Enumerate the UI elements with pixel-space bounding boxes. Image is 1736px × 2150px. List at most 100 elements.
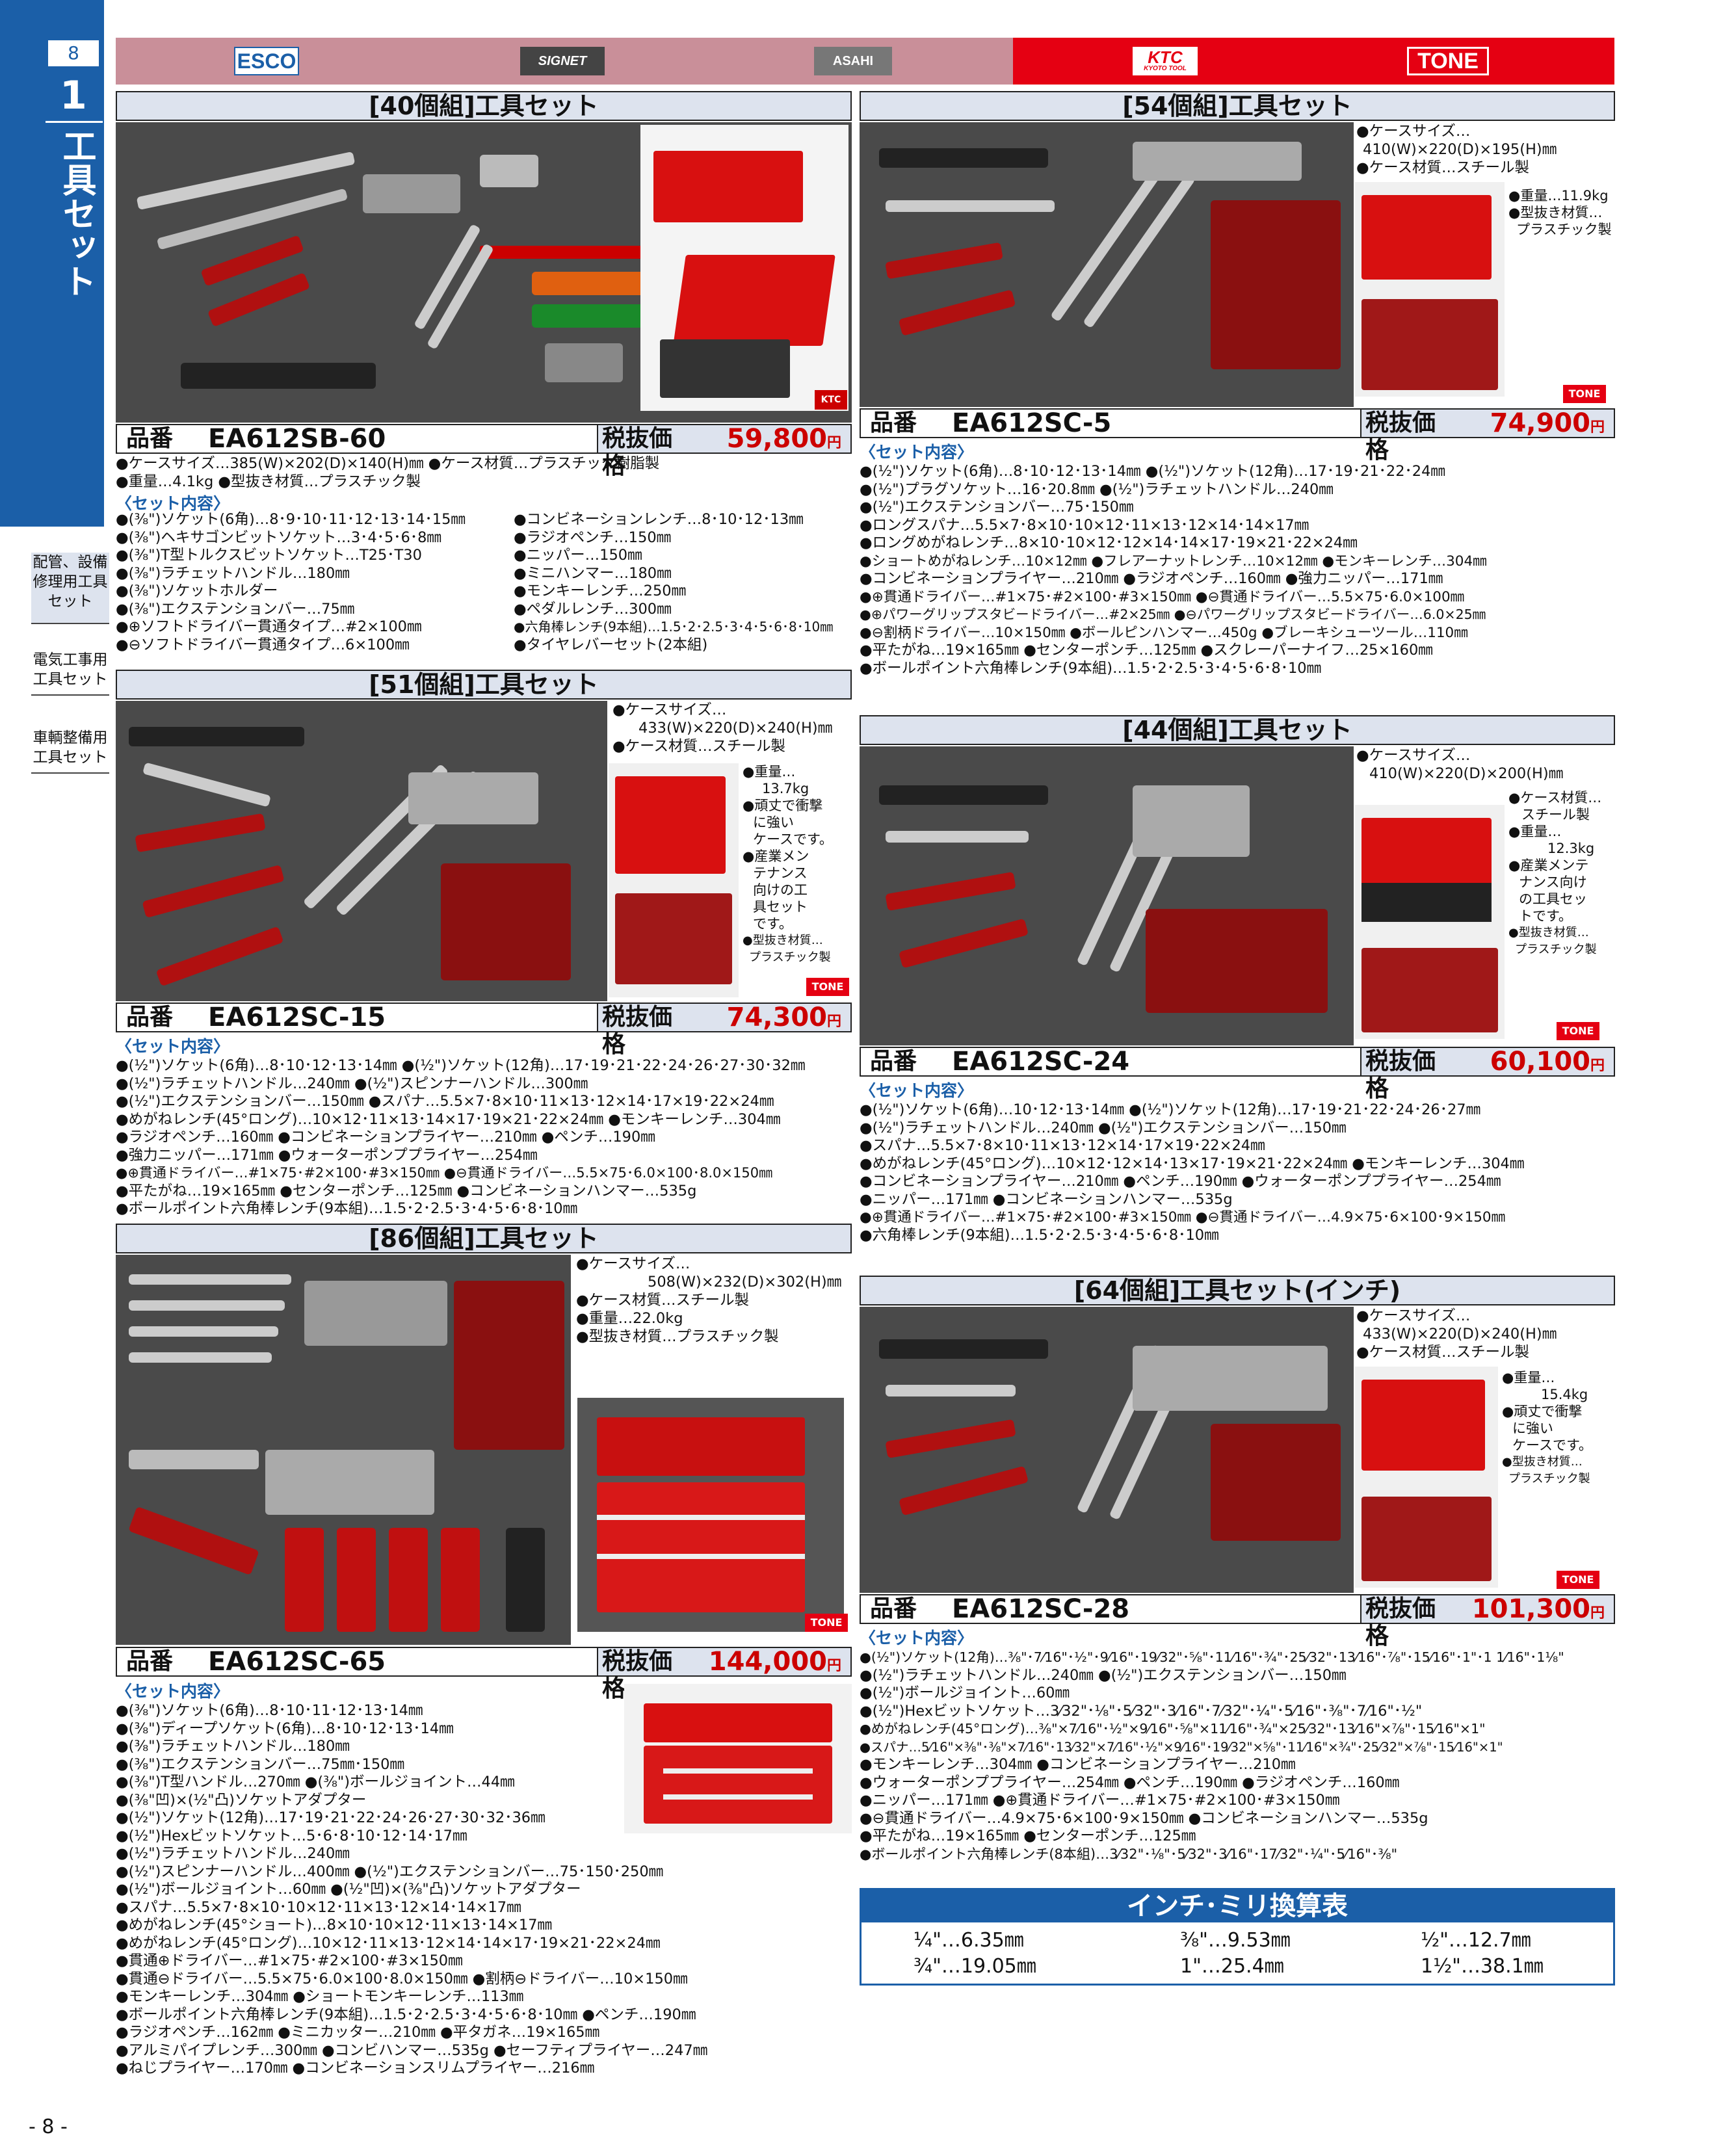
product-51-case-photo [609, 763, 739, 997]
tax-price-label: 税抜価格 [597, 1004, 681, 1058]
spec-line: ●重量…11.9kg [1508, 188, 1609, 203]
content-line: ●ミニハンマー…180㎜ [514, 564, 672, 582]
spec-line: プラスチック製 [749, 950, 831, 964]
content-line: ●(½")Hexビットソケット…3⁄32"･⅛"･5⁄32"･3⁄16"･7⁄3… [860, 1702, 1423, 1720]
chapter-divider [46, 121, 103, 123]
content-line: ●ボールポイント六角棒レンチ(9本組)…1.5･2･2.5･3･4･5･6･8･… [116, 1200, 578, 1217]
set-contents-label: 〈セット内容〉 [860, 443, 974, 462]
content-line: ●⊕ソフトドライバー貫通タイプ…#2×100㎜ [116, 618, 422, 635]
product-44-contents: 〈セット内容〉 ●(½")ソケット(6角)…10･12･13･14㎜ ●(½")… [860, 1078, 1615, 1244]
content-line: ●貫通⊖ドライバー…5.5×75･6.0×100･8.0×150㎜ ●割柄⊖ドラ… [116, 1970, 688, 1987]
product-51-photo [116, 701, 607, 1001]
sidebar-item-electrical[interactable]: 電気工事用工具セット [31, 650, 109, 696]
product-54-specs: ●ケースサイズ… 410(W)×220(D)×195(H)㎜ ●ケース材質…スチ… [1356, 122, 1615, 177]
product-64-pricebar: 品番 EA612SC-28 税抜価格 101,300円 [860, 1594, 1615, 1649]
tax-price-label: 税抜価格 [1360, 1048, 1445, 1102]
content-line: ●ペダルレンチ…300㎜ [514, 600, 672, 618]
tone-badge: TONE [1563, 385, 1606, 403]
spec-line: です。 [753, 916, 793, 932]
content-line: ●ラジオペンチ…160㎜ ●コンビネーションプライヤー…210㎜ ●ペンチ…19… [116, 1129, 655, 1146]
content-line: ●アルミパイプレンチ…300㎜ ●コンビハンマー…535g ●セーフティプライヤ… [116, 2041, 708, 2059]
content-line: ●(⅜")T型ハンドル…270㎜ ●(⅜")ボールジョイント…44㎜ [116, 1774, 515, 1790]
spec-line: トです。 [1519, 908, 1572, 924]
content-line: ●(½")スピンナーハンドル…400㎜ ●(½")エクステンションバー…75･1… [116, 1863, 664, 1880]
price-value: 101,300 [1471, 1594, 1590, 1624]
spec-line: ●重量… [1502, 1370, 1555, 1385]
price-value: 74,900 [1490, 408, 1590, 438]
product-44-specs-area: ●ケースサイズ… 410(W)×220(D)×200(H)㎜ ●ケース材質… ス… [1355, 746, 1615, 1045]
conversion-title: インチ･ミリ換算表 [861, 1890, 1613, 1922]
spec-line: ●重量… [743, 764, 796, 780]
sidebar-item-vehicle[interactable]: 車輌整備用工具セット [31, 728, 109, 774]
tax-price-label: 税抜価格 [597, 425, 681, 479]
content-line: ●(½")ソケット(6角)…8･10･12･13･14㎜ ●(½")ソケット(1… [116, 1057, 806, 1074]
hinban-label: 品番 [126, 425, 174, 452]
content-line: ●めがねレンチ(45°ロング)…10×12･11×13･14×17･19×21･… [116, 1110, 781, 1128]
content-line: ●めがねレンチ(45°ロング)…10×12･11×13･12×14･14×17･… [116, 1934, 661, 1952]
content-line: ●(⅜")ラチェットハンドル…180㎜ [116, 1738, 350, 1755]
content-line: ●(½")Hexビットソケット…5･6･8･10･12･14･17㎜ [116, 1827, 467, 1844]
product-40-price: 59,800円 [681, 425, 850, 452]
content-line: ●モンキーレンチ…304㎜ ●ショートモンキーレンチ…113㎜ [116, 1988, 524, 2005]
spec-line: ナンス向け [1519, 874, 1587, 890]
content-line: ●⊕貫通ドライバー…#1×75･#2×100･#3×150㎜ ●⊖貫通ドライバー… [860, 588, 1465, 605]
hinban-label: 品番 [126, 1648, 174, 1675]
tax-price-label: 税抜価格 [1360, 1595, 1445, 1649]
hinban-label: 品番 [126, 1004, 174, 1030]
product-86-code: EA612SC-65 [208, 1647, 386, 1677]
product-54-case-photo [1355, 182, 1505, 397]
product-44-code: EA612SC-24 [952, 1047, 1130, 1077]
spec-line: プラスチック製 [1516, 222, 1612, 237]
set-contents-label: 〈セット内容〉 [116, 1682, 230, 1701]
spec-line: ●産業メン [743, 848, 809, 864]
content-line: ●ボールポイント六角棒レンチ(9本組)…1.5･2･2.5･3･4･5･6･8･… [116, 2006, 696, 2023]
content-line: ●平たがね…19×165㎜ ●センターポンチ…125㎜ ●スクレーパーナイフ…2… [860, 642, 1433, 659]
content-line: ●(½")ラチェットハンドル…240㎜ ●(½")エクステンションバー…150㎜ [860, 1666, 1347, 1684]
sidebar-item-plumbing[interactable]: 配管、設備修理用工具セット [31, 553, 109, 624]
hinban-label: 品番 [870, 410, 917, 436]
yen-unit: 円 [1590, 1605, 1605, 1621]
content-line: ●平たがね…19×165㎜ ●センターポンチ…125㎜ ●コンビネーションハンマ… [116, 1182, 697, 1200]
spec-line: 433(W)×220(D)×240(H)㎜ [638, 720, 833, 737]
conversion-cell: ⅜"…9.53㎜ [1180, 1929, 1291, 1952]
content-line: ●⊕パワーグリップスタビードライバー…#2×25㎜ ●⊖パワーグリップスタビード… [860, 607, 1486, 622]
product-40-specs: ●ケースサイズ…385(W)×202(D)×140(H)㎜ ●ケース材質…プラス… [116, 455, 852, 514]
content-line: ●⊖割柄ドライバー…10×150㎜ ●ボールピンハンマー…450g ●ブレーキシ… [860, 624, 1468, 641]
content-line: ●めがねレンチ(45°ロング)…10×12･12×14･13×17･19×21･… [860, 1155, 1525, 1172]
spec-line: ●ケース材質…スチール製 [1356, 1344, 1530, 1361]
spec-line: ●ケース材質…スチール製 [576, 1292, 750, 1309]
conversion-cell: 1½"…38.1㎜ [1421, 1955, 1544, 1978]
spec-line: 433(W)×220(D)×240(H)㎜ [1363, 1326, 1557, 1343]
content-line: ●ショートめがねレンチ…10×12㎜ ●フレアーナットレンチ…10×12㎜ ●モ… [860, 553, 1487, 570]
ktc-logo-sub: KYOTO TOOL [1144, 65, 1187, 72]
content-line: ●(⅜"凹)×(½"凸)ソケットアダプター [116, 1791, 367, 1809]
spec-line: 具セット [753, 899, 808, 915]
spec-line: に強い [753, 815, 794, 830]
spec-line: の工具セッ [1519, 891, 1587, 907]
product-86-title: [86個組]工具セット [116, 1224, 852, 1253]
hinban-label: 品番 [870, 1595, 917, 1622]
content-line: ●(½")エクステンションバー…75･150㎜ [860, 499, 1134, 516]
chapter-title: 工具セット [57, 129, 96, 298]
content-line: ●(⅜")エクステンションバー…75㎜･150㎜ [116, 1755, 404, 1773]
product-40-contents-left: ●(⅜")ソケット(6角)…8･9･10･11･12･13･14･15㎜ ●(⅜… [116, 511, 512, 654]
product-51-price: 74,300円 [681, 1004, 850, 1031]
product-64-title: [64個組]工具セット(インチ) [860, 1276, 1615, 1305]
spec-line: ●型抜き材質… [1508, 205, 1603, 220]
product-64-price: 101,300円 [1445, 1595, 1614, 1623]
content-line: ●(½")ソケット(12角)…⅜"･7⁄16"･½"･9⁄16"･19⁄32"･… [860, 1649, 1564, 1665]
product-54-contents: 〈セット内容〉 ●(½")ソケット(6角)…8･10･12･13･14㎜ ●(½… [860, 439, 1615, 677]
spec-line: ●ケース材質…スチール製 [1356, 159, 1530, 176]
content-line: ●ニッパー…150㎜ [514, 547, 642, 564]
product-64-specs: ●ケースサイズ… 433(W)×220(D)×240(H)㎜ ●ケース材質…スチ… [1356, 1307, 1615, 1361]
content-line: ●ニッパー…171㎜ ●⊕貫通ドライバー…#1×75･#2×100･#3×150… [860, 1792, 1340, 1809]
page-footer: - 8 - [29, 2116, 68, 2138]
set-contents-label: 〈セット内容〉 [116, 1037, 230, 1056]
price-value: 59,800 [726, 424, 827, 454]
asahi-logo: ASAHI [814, 47, 892, 75]
content-line: ●六角棒レンチ(9本組)…1.5･2･2.5･3･4･5･6･8･10㎜ [860, 1226, 1219, 1244]
content-line: ●コンビネーションプライヤー…210㎜ ●ペンチ…190㎜ ●ウォーターポンププ… [860, 1173, 1501, 1190]
product-44-photo [860, 746, 1354, 1045]
spec-line: 向けの工 [753, 882, 808, 898]
ktc-logo-text: KTC [1148, 47, 1183, 67]
